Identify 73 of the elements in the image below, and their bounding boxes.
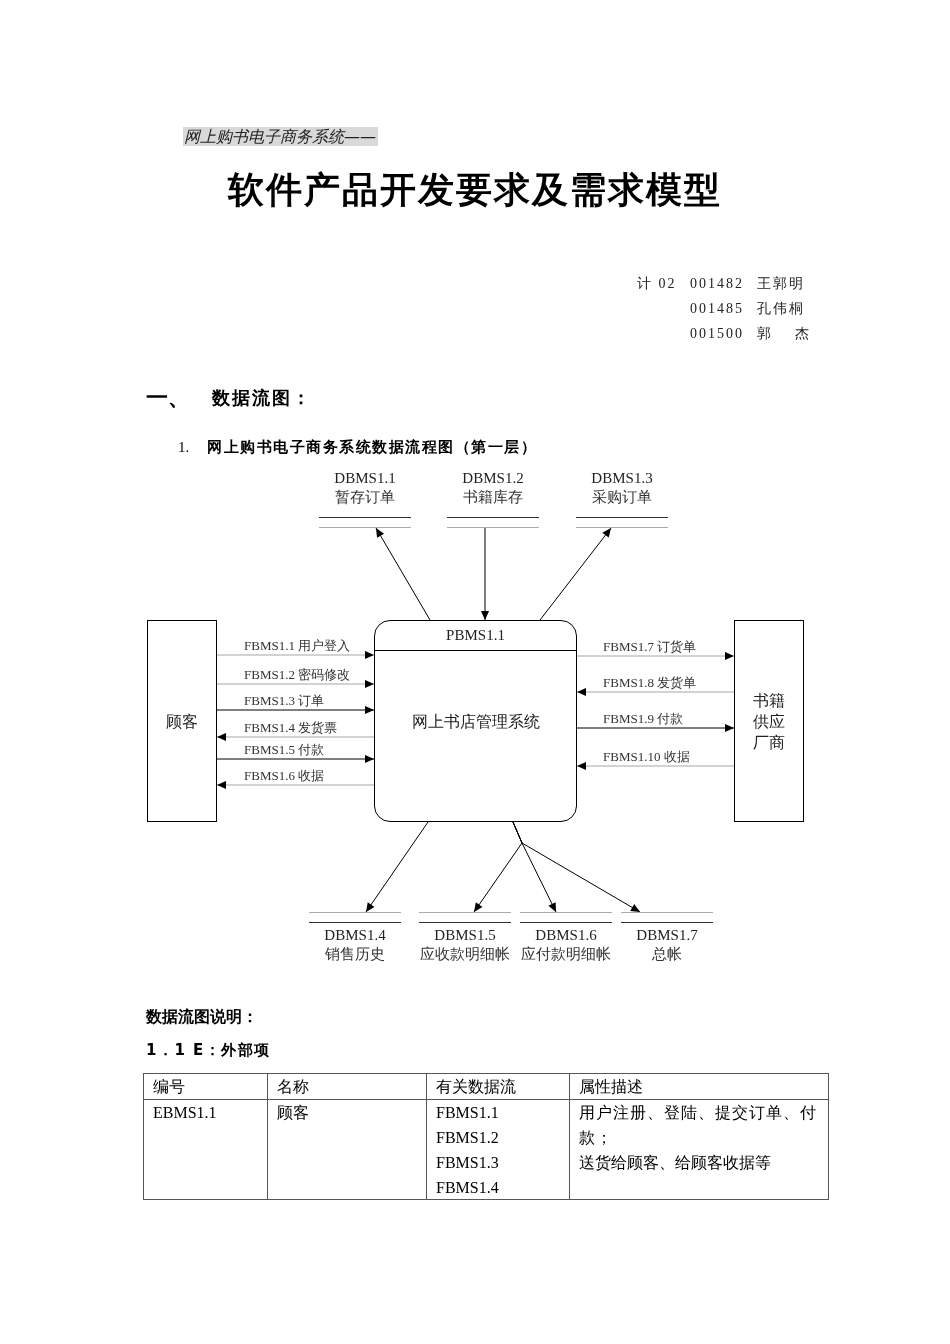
- column-heading: 属性描述: [579, 1077, 643, 1097]
- edge-label: FBMS1.7 订货单: [602, 639, 698, 655]
- edge-label: FBMS1.9 付款: [602, 711, 685, 727]
- author-name: 郭 杰: [757, 325, 811, 343]
- document-subtitle: 网上购书电子商务系统——: [183, 127, 378, 146]
- column-heading: 编号: [153, 1077, 185, 1097]
- entity-label: 顾客: [166, 710, 198, 732]
- author-name: 孔伟桐: [757, 300, 805, 318]
- list-number: 1.: [178, 438, 190, 457]
- edge-label: FBMS1.5 付款: [243, 742, 326, 758]
- flow-arrow: [216, 705, 375, 715]
- store-id: DBMS1.3: [591, 469, 653, 487]
- table-entry: EBMS1.1: [153, 1103, 217, 1123]
- document-title: 软件产品开发要求及需求模型: [228, 168, 722, 212]
- store-id: DBMS1.6: [535, 926, 597, 944]
- student-id: 001500: [690, 325, 744, 343]
- table-entry: FBMS1.1: [436, 1103, 499, 1123]
- flow-arrow: [216, 679, 375, 689]
- table-entry: 用户注册、登陆、提交订单、付款；: [579, 1103, 818, 1148]
- process-box: [374, 620, 577, 822]
- flow-arrow: [576, 687, 735, 697]
- store-name: 采购订单: [592, 487, 652, 507]
- flow-arrow: [480, 527, 490, 621]
- edge-label: FBMS1.1 用户登入: [243, 638, 352, 654]
- edge-label: FBMS1.4 发货票: [243, 720, 339, 736]
- flow-arrow: [216, 754, 375, 764]
- flow-arrow: [512, 821, 641, 913]
- table-entry: FBMS1.2: [436, 1128, 499, 1148]
- store-name: 书籍库存: [463, 487, 523, 507]
- table-entry: FBMS1.3: [436, 1153, 499, 1173]
- store-id: DBMS1.1: [334, 469, 396, 487]
- author-name: 王郭明: [757, 275, 805, 293]
- store-name: 总帐: [652, 944, 682, 964]
- column-heading: 名称: [277, 1077, 309, 1097]
- flow-arrow: [375, 527, 431, 621]
- class-code: 计 02: [637, 275, 677, 293]
- store-id: DBMS1.4: [324, 926, 386, 944]
- flow-arrow: [216, 732, 375, 742]
- table-entry: 顾客: [277, 1103, 309, 1123]
- subsection-heading: 数据流图说明：: [146, 1007, 258, 1027]
- edge-label: FBMS1.2 密码修改: [243, 667, 352, 683]
- student-id: 001482: [690, 275, 744, 293]
- table-entry: 送货给顾客、给顾客收据等: [579, 1153, 771, 1173]
- store-name: 应付款明细帐: [521, 944, 611, 964]
- subsection-heading: 1．1 E：外部项: [146, 1040, 271, 1060]
- table-entry: FBMS1.4: [436, 1178, 499, 1198]
- flow-arrow: [576, 651, 735, 661]
- store-id: DBMS1.7: [636, 926, 698, 944]
- store-name: 应收款明细帐: [420, 944, 510, 964]
- external-entity-box: [734, 620, 804, 822]
- edge-label: FBMS1.3 订单: [243, 693, 326, 709]
- edge-label: FBMS1.10 收据: [602, 749, 691, 765]
- process-id: PBMS1.1: [446, 627, 505, 643]
- flow-arrow: [216, 780, 375, 790]
- flow-arrow: [576, 761, 735, 771]
- edge-label: FBMS1.8 发货单: [602, 675, 698, 691]
- store-id: DBMS1.5: [434, 926, 496, 944]
- flow-arrow: [365, 821, 429, 913]
- store-name: 暂存订单: [335, 487, 395, 507]
- store-name: 销售历史: [325, 944, 385, 964]
- entity-label: 书籍供应厂商: [753, 689, 785, 753]
- section-number: 一、: [146, 385, 190, 411]
- process-label: 网上书店管理系统: [411, 710, 540, 732]
- edge-label: FBMS1.6 收据: [243, 768, 326, 784]
- section-heading: 数据流图：: [212, 386, 312, 410]
- flow-arrow: [539, 527, 612, 621]
- store-id: DBMS1.2: [462, 469, 524, 487]
- student-id: 001485: [690, 300, 744, 318]
- flow-arrow: [216, 650, 375, 660]
- external-entity-box: [147, 620, 217, 822]
- column-heading: 有关数据流: [436, 1077, 516, 1097]
- flow-arrow: [576, 723, 735, 733]
- figure-title: 网上购书电子商务系统数据流程图（第一层）: [207, 437, 537, 457]
